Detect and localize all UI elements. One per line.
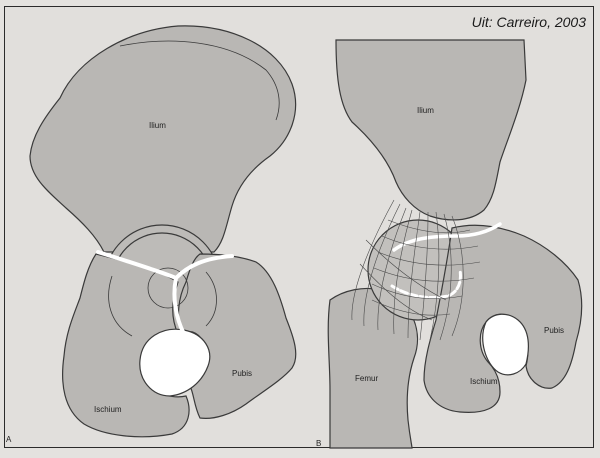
panel-a	[30, 26, 296, 437]
panel-a-label-pubis: Pubis	[232, 369, 252, 378]
panel-a-ilium-shape	[30, 26, 296, 252]
panel-a-label-ilium: Ilium	[149, 121, 166, 130]
panel-b-ilium-shape	[336, 40, 526, 220]
panel-a-tag: A	[6, 435, 12, 444]
panel-b-label-ischium: Ischium	[470, 377, 498, 386]
panel-b-tag: B	[316, 439, 321, 448]
panel-b	[328, 40, 581, 448]
image-credit: Uit: Carreiro, 2003	[472, 14, 586, 30]
panel-b-label-femur: Femur	[355, 374, 378, 383]
panel-b-label-ilium: Ilium	[417, 106, 434, 115]
panel-a-label-ischium: Ischium	[94, 405, 122, 414]
panel-b-label-pubis: Pubis	[544, 326, 564, 335]
